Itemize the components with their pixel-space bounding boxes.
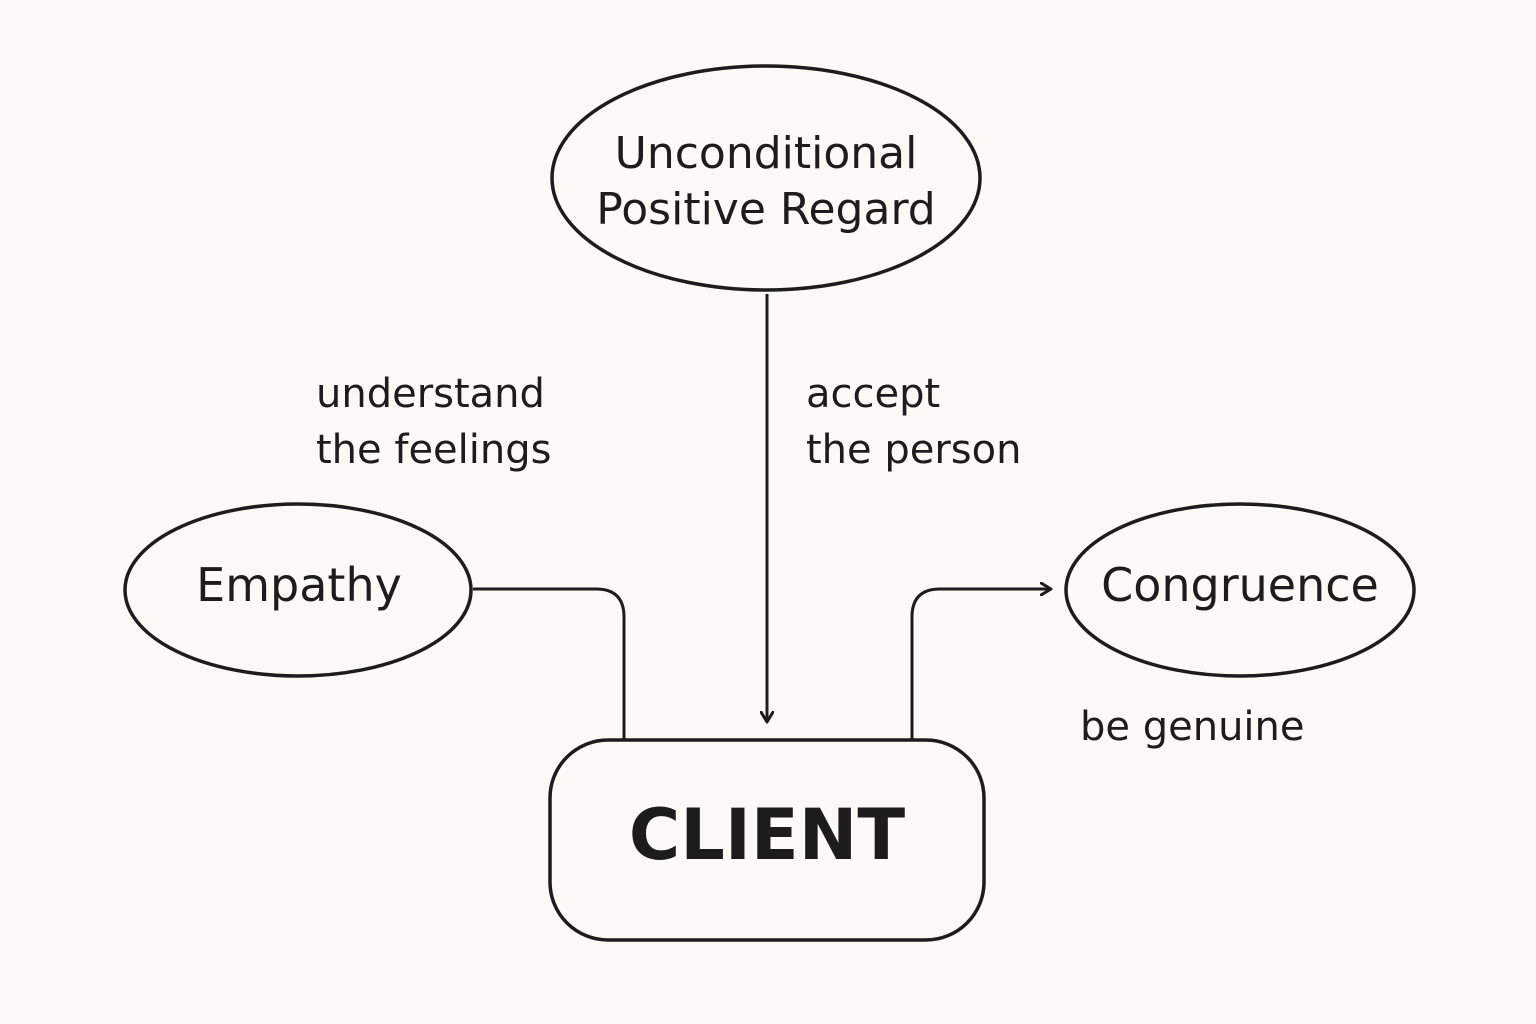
client-node <box>548 738 986 942</box>
upr-label-line-2: Positive Regard <box>596 184 936 235</box>
empathy-edge-line-2: the feelings <box>316 427 552 473</box>
empathy-node-label: Empathy <box>196 558 402 612</box>
empathy-node <box>123 502 473 678</box>
congruence-edge-label: be genuine <box>1080 704 1305 750</box>
upr-edge-line-2: the person <box>806 427 1022 473</box>
empathy-edge-line-1: understand <box>316 371 545 417</box>
client-node-label: CLIENT <box>628 794 906 876</box>
upr-edge-label: accept the person <box>806 366 1021 478</box>
client-to-congruence-arrow <box>910 589 1051 740</box>
congruence-node <box>1064 502 1416 678</box>
congruence-node-label: Congruence <box>1101 558 1379 612</box>
empathy-to-client-connector <box>473 587 626 740</box>
empathy-edge-label: understand the feelings <box>316 366 551 478</box>
upr-label-line-1: Unconditional <box>614 128 918 179</box>
upr-edge-line-1: accept <box>806 371 941 417</box>
upr-node-label: Unconditional Positive Regard <box>552 126 980 238</box>
upr-node <box>550 64 982 292</box>
